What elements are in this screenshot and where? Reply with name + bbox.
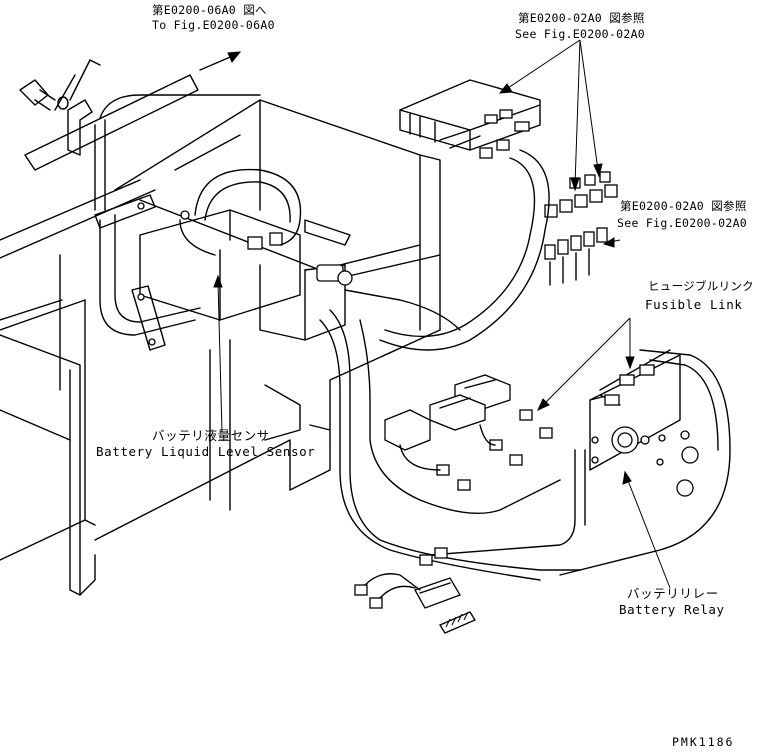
connector-cluster-a — [544, 171, 618, 218]
upper-harness — [24, 51, 261, 211]
battery-relay-en: Battery Relay — [619, 602, 725, 617]
battery-cable-loop — [179, 168, 302, 256]
relay-modules — [384, 374, 553, 491]
chassis-frame — [0, 179, 156, 596]
battery-relay-jp: バッテリリレー — [627, 586, 719, 601]
ref-top-en: To Fig.E0200-06A0 — [152, 18, 275, 32]
relay-box — [589, 349, 699, 497]
ref-a-jp: 第E0200-02A0 図参照 — [518, 11, 645, 25]
leader-lines — [213, 39, 671, 589]
main-harness — [319, 149, 731, 581]
grab-handle — [94, 194, 201, 351]
ref-b-jp: 第E0200-02A0 図参照 — [620, 199, 747, 213]
ref-a-en: See Fig.E0200-02A0 — [515, 27, 646, 41]
battery-sensor-jp: バッテリ液量センサ — [152, 428, 270, 443]
fusible-link-jp: ヒュージブルリンク — [648, 279, 754, 293]
figure-code: PMK1186 — [672, 735, 735, 749]
fusible-link-en: Fusible Link — [645, 297, 743, 312]
connector-cluster-b — [544, 227, 608, 286]
controller-unit — [399, 79, 541, 159]
ref-top-jp: 第E0200-06A0 図へ — [152, 3, 267, 17]
lower-connectors — [354, 547, 476, 634]
battery-sensor-en: Battery Liquid Level Sensor — [96, 444, 316, 459]
mounting-bolt — [19, 59, 101, 111]
battery-box — [94, 99, 441, 541]
ref-b-en: See Fig.E0200-02A0 — [617, 216, 748, 230]
